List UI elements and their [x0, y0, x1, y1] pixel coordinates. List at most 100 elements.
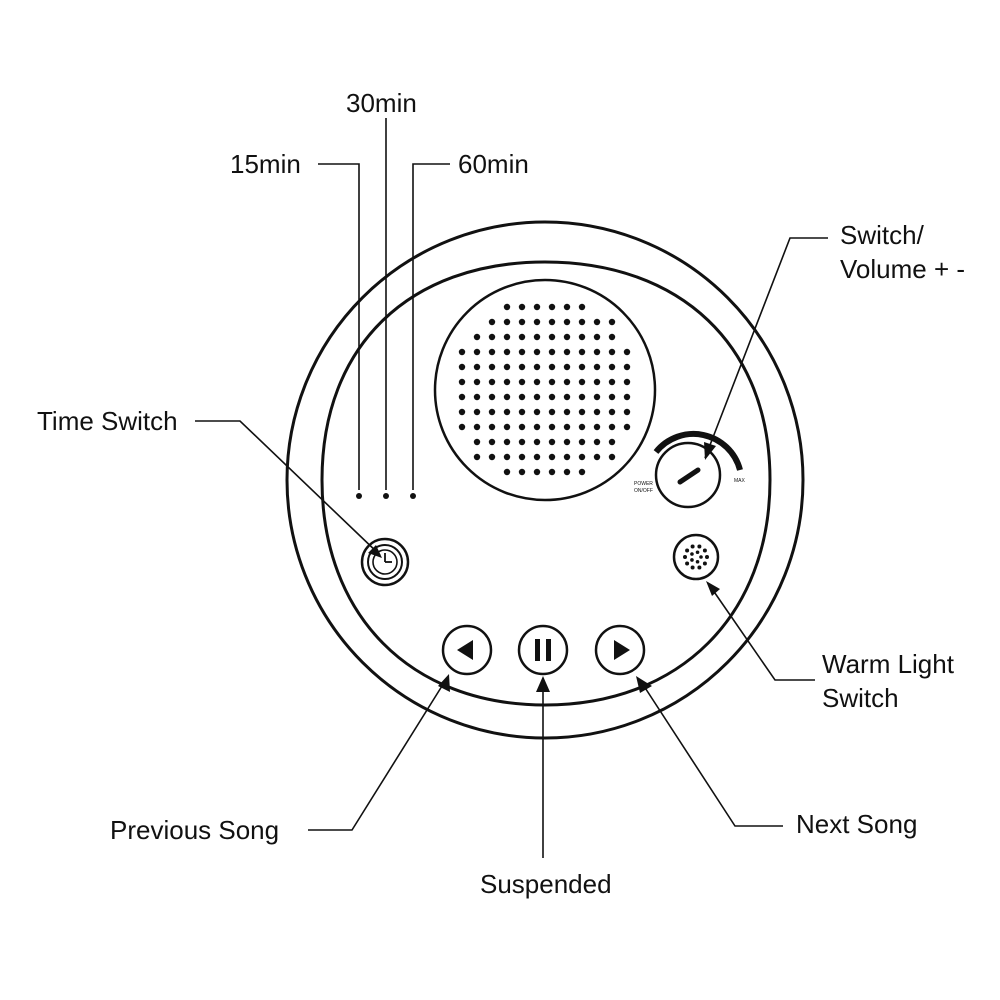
- light-dot: [690, 544, 695, 549]
- device-outer-ring: [285, 220, 805, 740]
- grille-dot: [473, 333, 481, 341]
- grille-dot: [473, 453, 481, 461]
- grille-dot: [578, 423, 586, 431]
- leader-previous-song: [308, 677, 448, 831]
- grille-dot: [473, 348, 481, 356]
- arrowhead-next-song: [636, 676, 652, 693]
- light-dot: [683, 555, 687, 559]
- speaker-dots: [458, 303, 631, 476]
- arrowhead-suspended: [536, 676, 550, 692]
- grille-dot: [488, 363, 496, 371]
- light-dot: [690, 558, 694, 562]
- warm-light-button[interactable]: [672, 533, 720, 581]
- leader-switch-volume: [704, 237, 828, 459]
- knob-pointer: [677, 467, 701, 485]
- grille-dot: [518, 303, 526, 311]
- grille-dot: [608, 348, 616, 356]
- grille-dot: [608, 438, 616, 446]
- light-dot: [690, 552, 694, 556]
- grille-dot: [578, 333, 586, 341]
- grille-dot: [488, 408, 496, 416]
- grille-dot: [608, 393, 616, 401]
- volume-knob[interactable]: [653, 430, 743, 509]
- label-60min: 60min: [458, 149, 529, 179]
- grille-dot: [608, 453, 616, 461]
- grille-dot: [533, 378, 541, 386]
- grille-dot: [488, 348, 496, 356]
- grille-dot: [518, 348, 526, 356]
- grille-dot: [548, 363, 556, 371]
- grille-dot: [623, 378, 631, 386]
- grille-dot: [608, 378, 616, 386]
- grille-dot: [503, 363, 511, 371]
- grille-dot: [473, 378, 481, 386]
- grille-dot: [563, 423, 571, 431]
- grille-dot: [593, 393, 601, 401]
- device-inner-face: [320, 260, 772, 707]
- grille-dot: [518, 363, 526, 371]
- grille-dot: [623, 393, 631, 401]
- grille-dot: [503, 453, 511, 461]
- grille-dot: [518, 408, 526, 416]
- pause-button[interactable]: [517, 624, 569, 676]
- grille-dot: [518, 453, 526, 461]
- leader-time-switch: [195, 420, 381, 556]
- grille-dot: [578, 453, 586, 461]
- grille-dot: [578, 348, 586, 356]
- grille-dot: [503, 318, 511, 326]
- label-warm-light-1: Warm Light: [822, 649, 955, 679]
- grille-dot: [578, 303, 586, 311]
- grille-dot: [563, 303, 571, 311]
- grille-dot: [563, 333, 571, 341]
- label-next-song: Next Song: [796, 809, 917, 839]
- grille-dot: [563, 468, 571, 476]
- grille-dot: [578, 438, 586, 446]
- grille-dot: [533, 468, 541, 476]
- grille-dot: [488, 333, 496, 341]
- grille-dot: [533, 408, 541, 416]
- light-dot: [695, 550, 700, 555]
- previous-song-button[interactable]: [441, 624, 493, 676]
- light-dot: [690, 565, 695, 570]
- light-dot: [685, 548, 690, 553]
- grille-dot: [548, 393, 556, 401]
- grille-dot: [458, 378, 466, 386]
- grille-dot: [578, 408, 586, 416]
- light-dot: [685, 561, 690, 566]
- grille-dot: [578, 468, 586, 476]
- grille-dot: [473, 438, 481, 446]
- speaker-grille: [433, 278, 657, 502]
- grille-dot: [533, 453, 541, 461]
- grille-dot: [533, 303, 541, 311]
- grille-dot: [503, 348, 511, 356]
- light-dot: [699, 555, 703, 559]
- grille-dot: [533, 423, 541, 431]
- grille-dot: [608, 333, 616, 341]
- grille-dot: [473, 393, 481, 401]
- label-suspended: Suspended: [480, 869, 612, 899]
- light-dot: [705, 555, 709, 559]
- grille-dot: [503, 393, 511, 401]
- grille-dot: [578, 393, 586, 401]
- grille-dot: [623, 363, 631, 371]
- arrowhead-time-switch: [368, 545, 382, 558]
- grille-dot: [518, 423, 526, 431]
- grille-dot: [563, 393, 571, 401]
- grille-dot: [458, 348, 466, 356]
- label-15min: 15min: [230, 149, 301, 179]
- grille-dot: [608, 423, 616, 431]
- grille-dot: [608, 318, 616, 326]
- grille-dot: [593, 423, 601, 431]
- time-switch-button[interactable]: [360, 537, 410, 587]
- grille-dot: [473, 408, 481, 416]
- next-song-button[interactable]: [594, 624, 646, 676]
- grille-dot: [548, 303, 556, 311]
- grille-dot: [518, 333, 526, 341]
- grille-dot: [563, 453, 571, 461]
- triangle-right-icon: [614, 640, 630, 660]
- grille-dot: [458, 423, 466, 431]
- grille-dot: [533, 438, 541, 446]
- grille-dot: [503, 468, 511, 476]
- grille-dot: [593, 318, 601, 326]
